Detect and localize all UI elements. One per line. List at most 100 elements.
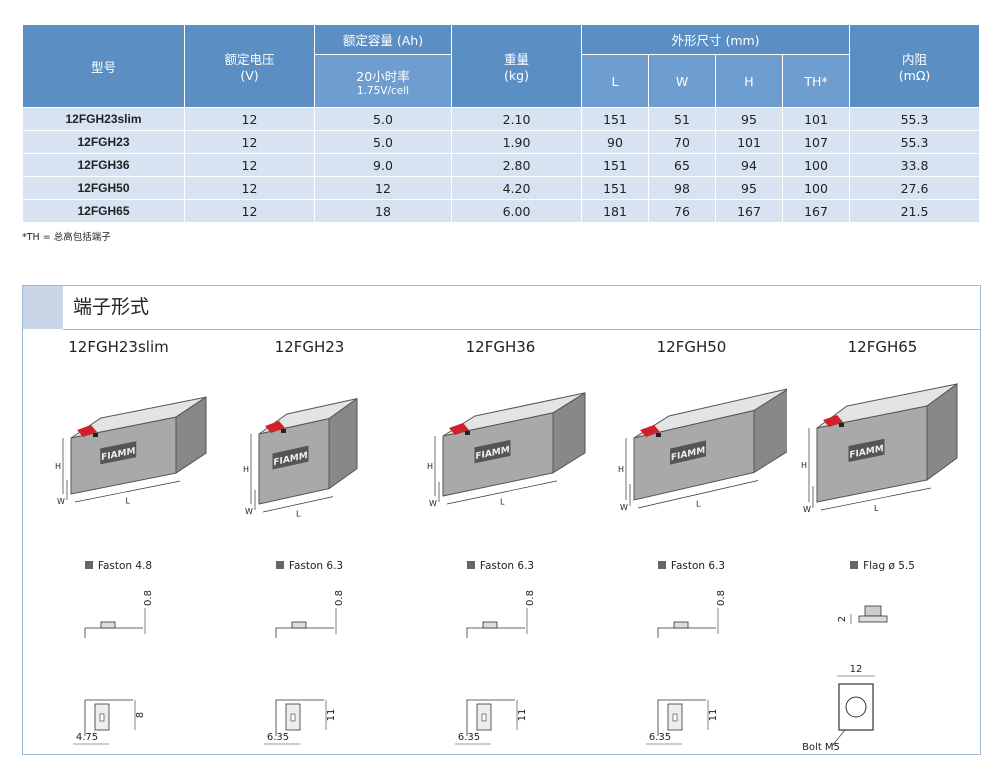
- header-capacity-rate-label: 20小时率: [356, 68, 410, 84]
- bolt-leader-line: [831, 729, 846, 747]
- terminal-outline: [275, 699, 324, 736]
- cell-wt: 1.90: [451, 130, 582, 154]
- cell-L: 151: [581, 176, 649, 200]
- terminal-front-view: 116.35: [264, 699, 337, 745]
- cell-H: 101: [715, 130, 783, 154]
- battery-model-name: 12FGH23: [274, 338, 345, 356]
- brand-label-bg: [848, 438, 885, 463]
- terminal-base-line: [275, 627, 334, 638]
- thickness-dim-value: 0.8: [334, 590, 345, 606]
- cell-v: 12: [184, 130, 315, 154]
- terminal-side-view: 0.8: [84, 590, 154, 638]
- terminal-type-label: Faston 6.3: [405, 560, 596, 572]
- battery-side: [926, 383, 958, 481]
- terminal-width-value: 6.35: [267, 732, 289, 743]
- positive-terminal-cover: [449, 423, 469, 435]
- battery-side: [175, 396, 207, 475]
- terminal-type-text: Faston 6.3: [479, 560, 535, 572]
- thickness-dim-value: 0.8: [716, 590, 727, 606]
- square-bullet-icon: [850, 561, 859, 569]
- cell-TH: 100: [781, 176, 851, 200]
- header-dimensions: 外形尺寸 (mm): [580, 24, 851, 55]
- brand-label: FIAMM: [100, 441, 137, 465]
- height-dim-label: H: [801, 461, 807, 470]
- length-dim-line: [262, 496, 334, 513]
- terminal-base-line: [657, 627, 716, 638]
- battery-model-name: 12FGH50: [656, 338, 727, 356]
- terminal-type-label: Flag ø 5.5: [787, 560, 978, 572]
- height-dim-label: H: [427, 462, 433, 471]
- length-dim-label: L: [696, 499, 701, 508]
- square-bullet-icon: [466, 561, 475, 569]
- length-dim-line: [446, 480, 558, 505]
- bolt-size-label: Bolt M5: [802, 742, 840, 753]
- cell-L: 90: [581, 130, 649, 154]
- cell-W: 70: [648, 130, 716, 154]
- battery-side: [328, 397, 358, 490]
- thickness-dim-value: 0.8: [525, 590, 536, 606]
- cell-model: 12FGH65: [22, 199, 185, 223]
- width-dim-label: W: [803, 505, 811, 514]
- battery-model-name: 12FGH36: [465, 338, 536, 356]
- bolt-circle: [845, 696, 867, 718]
- terminal-front-view: 84.75: [73, 699, 146, 745]
- terminal-width-value: 6.35: [458, 732, 480, 743]
- square-bullet-icon: [84, 561, 93, 569]
- length-dim-label: L: [296, 509, 301, 518]
- bolt-head: [864, 605, 882, 617]
- cell-L: 181: [581, 199, 649, 223]
- terminal-side-view: 2: [837, 605, 888, 624]
- length-dim-line: [820, 487, 932, 511]
- cell-model: 12FGH23slim: [22, 107, 185, 131]
- length-dim-line: [74, 480, 181, 503]
- cell-H: 95: [715, 176, 783, 200]
- terminal-outline: [84, 699, 133, 736]
- cell-wt: 2.10: [451, 107, 582, 131]
- positive-terminal-cover: [77, 425, 97, 437]
- cell-W: 76: [648, 199, 716, 223]
- cell-cap: 12: [314, 176, 452, 200]
- cell-v: 12: [184, 107, 315, 131]
- cell-W: 98: [648, 176, 716, 200]
- cell-TH: 100: [781, 153, 851, 177]
- terminal-front-view: 116.35: [646, 699, 719, 745]
- header-voltage-label: 额定电压: [224, 52, 275, 67]
- header-resistance-label: 内阻: [902, 52, 928, 67]
- terminal-base-line: [84, 627, 143, 638]
- height-dim-label: H: [243, 465, 249, 474]
- terminal-blade: [673, 621, 689, 629]
- header-dim-h: H: [715, 54, 783, 108]
- cell-TH: 107: [781, 130, 851, 154]
- brand-label-bg: [100, 441, 137, 465]
- cell-model: 12FGH36: [22, 153, 185, 177]
- terminal-type-label: Faston 6.3: [214, 560, 405, 572]
- terminal-side-view: 0.8: [275, 590, 345, 638]
- thickness-dim-value: 2: [837, 616, 848, 622]
- terminal-width-value: 6.35: [649, 732, 671, 743]
- panel-title: 端子形式: [73, 296, 150, 318]
- cell-H: 167: [715, 199, 783, 223]
- cell-TH: 167: [781, 199, 851, 223]
- terminal-tab: [465, 431, 470, 435]
- header-capacity: 额定容量 (Ah): [314, 24, 452, 55]
- cell-model: 12FGH23: [22, 130, 185, 154]
- terminal-tab: [656, 433, 661, 437]
- terminal-height-value: 8: [135, 712, 146, 718]
- terminal-type-text: Faston 6.3: [670, 560, 726, 572]
- cell-v: 12: [184, 176, 315, 200]
- width-dim-label: W: [245, 507, 253, 516]
- cell-r: 55.3: [849, 130, 981, 154]
- cell-r: 33.8: [849, 153, 981, 177]
- cell-cap: 18: [314, 199, 452, 223]
- positive-terminal-cover: [265, 421, 285, 433]
- cell-model: 12FGH50: [22, 176, 185, 200]
